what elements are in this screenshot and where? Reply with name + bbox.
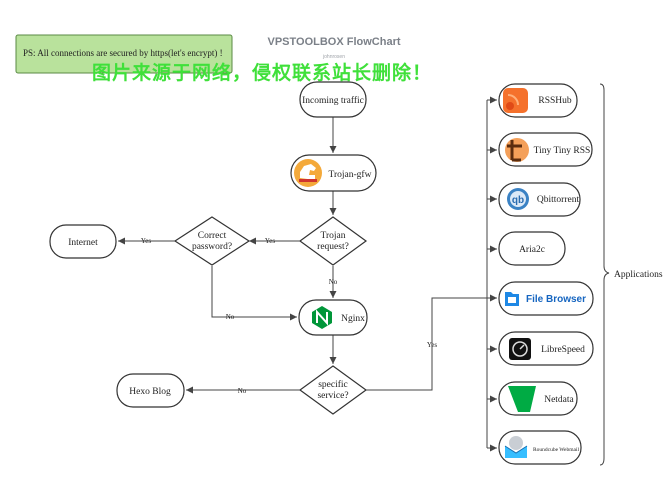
chart-author: johnrosen xyxy=(322,54,345,60)
svg-text:qb: qb xyxy=(512,195,524,206)
app-tiny-tiny-rss: Tiny Tiny RSS xyxy=(498,132,593,167)
app-label-rsshub: RSSHub xyxy=(538,96,572,106)
app-label-tiny-tiny-rss: Tiny Tiny RSS xyxy=(534,146,591,156)
roundcube-icon xyxy=(504,436,528,458)
node-specific-service: specific service? xyxy=(298,365,368,415)
node-correct-password-line1: Correct xyxy=(198,231,227,241)
rsshub-icon xyxy=(503,88,528,113)
edge-label-yes-1: Yes xyxy=(265,237,275,245)
app-label-roundcube: Roundcube Webmail xyxy=(533,447,580,453)
app-roundcube: Roundcube Webmail xyxy=(498,430,582,465)
edge-label-no-2: No xyxy=(329,278,338,286)
app-librespeed: LibreSpeed xyxy=(498,331,594,366)
node-specific-service-line1: specific xyxy=(318,379,348,390)
edge-password-nginx xyxy=(211,266,297,321)
app-aria2c: Aria2c xyxy=(498,231,566,266)
librespeed-icon xyxy=(509,338,531,360)
node-correct-password: Correct password? xyxy=(173,216,251,266)
tiny-tiny-rss-icon xyxy=(505,138,529,162)
edge-label-no-3: No xyxy=(238,387,247,395)
node-nginx: Nginx xyxy=(298,299,368,336)
node-correct-password-line2: password? xyxy=(192,242,232,252)
app-file-browser: File Browser xyxy=(498,281,594,316)
watermark-text: 图片来源于网络，侵权联系站长删除！ xyxy=(92,61,432,84)
note-box xyxy=(15,34,233,74)
edge-label-yes-2: Yes xyxy=(141,237,151,245)
edge-label-no-1: No xyxy=(226,313,235,321)
note-text: PS: All connections are secured by https… xyxy=(23,48,223,58)
node-trojan-request: Trojan request? xyxy=(298,216,368,266)
file-browser-icon xyxy=(505,292,519,306)
node-trojan-gfw-label: Trojan-gfw xyxy=(329,169,372,180)
edges xyxy=(118,96,497,452)
node-incoming-label: Incoming traffic xyxy=(302,95,364,106)
node-trojan-request-line2: request? xyxy=(317,242,349,252)
node-nginx-label: Nginx xyxy=(341,314,365,324)
node-internet-label: Internet xyxy=(68,238,98,248)
app-rsshub: RSSHub xyxy=(498,83,578,118)
node-hexo-blog: Hexo Blog xyxy=(116,373,185,408)
node-incoming-traffic: Incoming traffic xyxy=(299,81,367,118)
qbittorrent-icon: qb xyxy=(507,188,529,210)
trojan-horse-icon xyxy=(294,159,322,187)
node-trojan-gfw: Trojan-gfw xyxy=(290,154,377,192)
applications-brace xyxy=(599,83,610,466)
node-hexo-blog-label: Hexo Blog xyxy=(129,387,171,397)
app-label-netdata: Netdata xyxy=(544,395,574,405)
node-specific-service-line2: service? xyxy=(317,391,348,401)
app-label-file-browser: File Browser xyxy=(526,294,586,305)
nginx-icon xyxy=(312,306,332,329)
app-qbittorrent: qb Qbittorrent xyxy=(498,182,581,217)
chart-title: VPSTOOLBOX FlowChart xyxy=(267,36,400,48)
app-netdata: Netdata xyxy=(498,381,578,416)
applications-label: Applications xyxy=(614,270,663,280)
app-label-qbittorrent: Qbittorrent xyxy=(537,195,580,205)
edge-label-yes-3: Yes xyxy=(427,341,437,349)
netdata-icon xyxy=(508,386,536,412)
app-label-librespeed: LibreSpeed xyxy=(541,345,585,355)
node-internet: Internet xyxy=(49,224,117,259)
node-trojan-request-line1: Trojan xyxy=(321,231,346,241)
app-label-aria2c: Aria2c xyxy=(519,245,545,255)
